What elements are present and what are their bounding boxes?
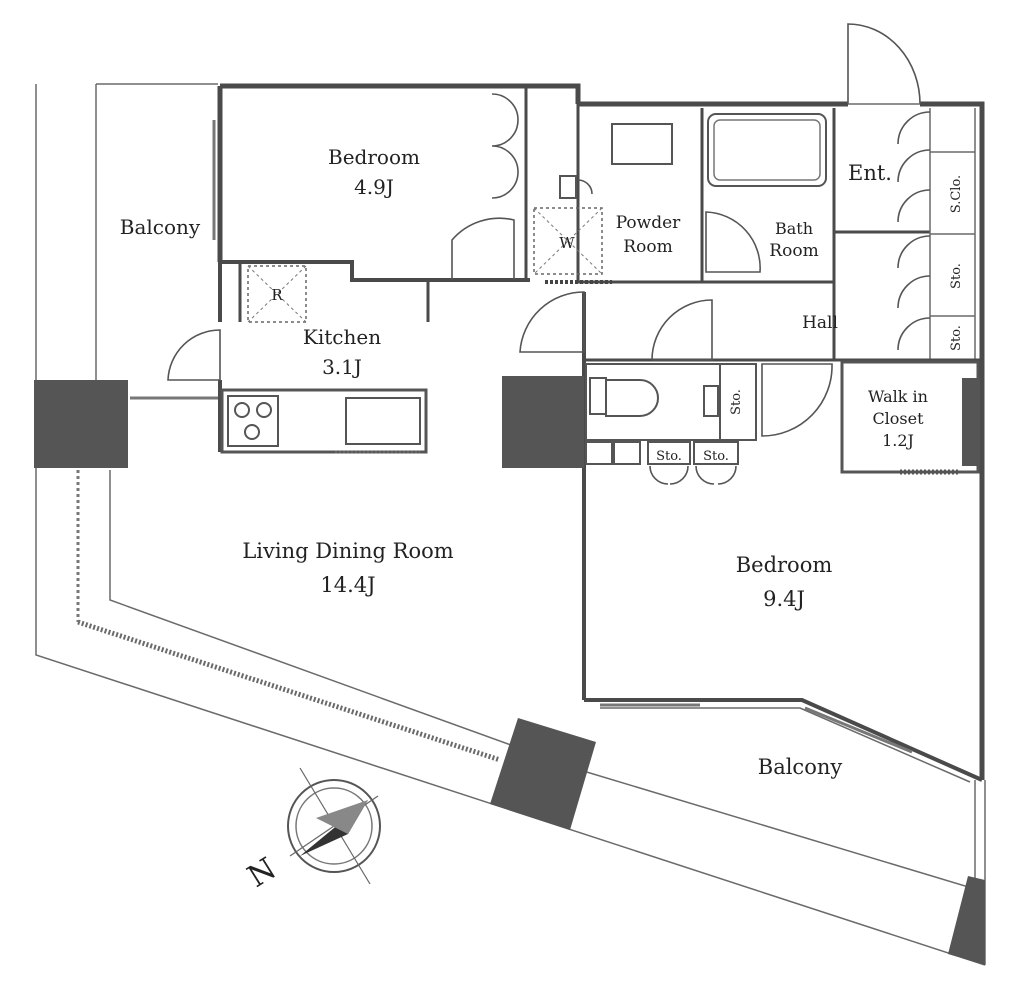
kitchen-sink [345, 397, 421, 445]
bath-room-door[interactable] [705, 211, 761, 273]
storage-sto-label-1: Sto. [949, 263, 964, 289]
bathtub [707, 113, 827, 187]
toilet-door[interactable] [651, 299, 713, 361]
room-wic-name-1: Walk in [868, 387, 928, 406]
room-bath-name-2: Room [769, 241, 818, 261]
powder-room-door[interactable] [519, 291, 585, 353]
room-bath-name-1: Bath [775, 219, 813, 238]
storage-sto-label-4: Sto. [656, 449, 682, 464]
pillar-south [490, 718, 596, 830]
washer-space [533, 207, 603, 275]
room-bedroom-se-size: 9.4J [763, 587, 805, 611]
room-hall-name: Hall [802, 313, 838, 333]
room-ldr-size: 14.4J [320, 573, 375, 597]
small-labels: W R S.Clo. Sto. Sto. Sto. Sto. Sto. [271, 175, 964, 464]
room-wic-size: 1.2J [882, 431, 914, 450]
bedroom-se-door[interactable] [761, 363, 833, 437]
storage-sto-label-3: Sto. [729, 389, 744, 415]
doors [167, 23, 931, 485]
room-kitchen-size: 3.1J [322, 355, 362, 379]
room-powder-name-1: Powder [616, 213, 681, 233]
room-powder-name-2: Room [623, 237, 672, 257]
toilet [605, 379, 659, 417]
room-balcony-w-name: Balcony [120, 215, 201, 239]
entrance-door[interactable] [847, 23, 921, 105]
room-bedroom-nw-name: Bedroom [328, 145, 420, 169]
room-labels: Bedroom 4.9J Balcony Kitchen 3.1J Powder… [120, 145, 928, 779]
walls [130, 83, 985, 783]
fridge-space [247, 265, 307, 323]
pillar-center [502, 376, 584, 468]
room-bedroom-se-name: Bedroom [736, 553, 833, 577]
room-kitchen-name: Kitchen [303, 325, 381, 349]
room-balcony-s-name: Balcony [758, 755, 843, 779]
vanity-sink [611, 123, 673, 165]
storage-sclo-label: S.Clo. [949, 175, 964, 213]
pillar-west [34, 380, 128, 468]
washer-marker: W [559, 234, 575, 252]
room-entrance-name: Ent. [848, 161, 892, 185]
storage-sto-label-5: Sto. [703, 449, 729, 464]
storage-sto-label-2: Sto. [949, 325, 964, 351]
pillars [34, 376, 985, 965]
balcony-w-door[interactable] [167, 329, 221, 381]
fridge-marker: R [271, 286, 283, 304]
room-ldr-name: Living Dining Room [242, 539, 453, 563]
stove [227, 395, 279, 447]
compass-north-label: N [242, 851, 283, 895]
pillar-southeast [948, 876, 985, 965]
pillar-closet [962, 378, 980, 466]
compass: N [242, 767, 381, 895]
room-wic-name-2: Closet [872, 409, 924, 428]
room-bedroom-nw-size: 4.9J [354, 175, 394, 199]
bedroom-nw-door[interactable] [451, 217, 515, 280]
fixtures [227, 113, 827, 447]
outer-outline [35, 83, 986, 966]
